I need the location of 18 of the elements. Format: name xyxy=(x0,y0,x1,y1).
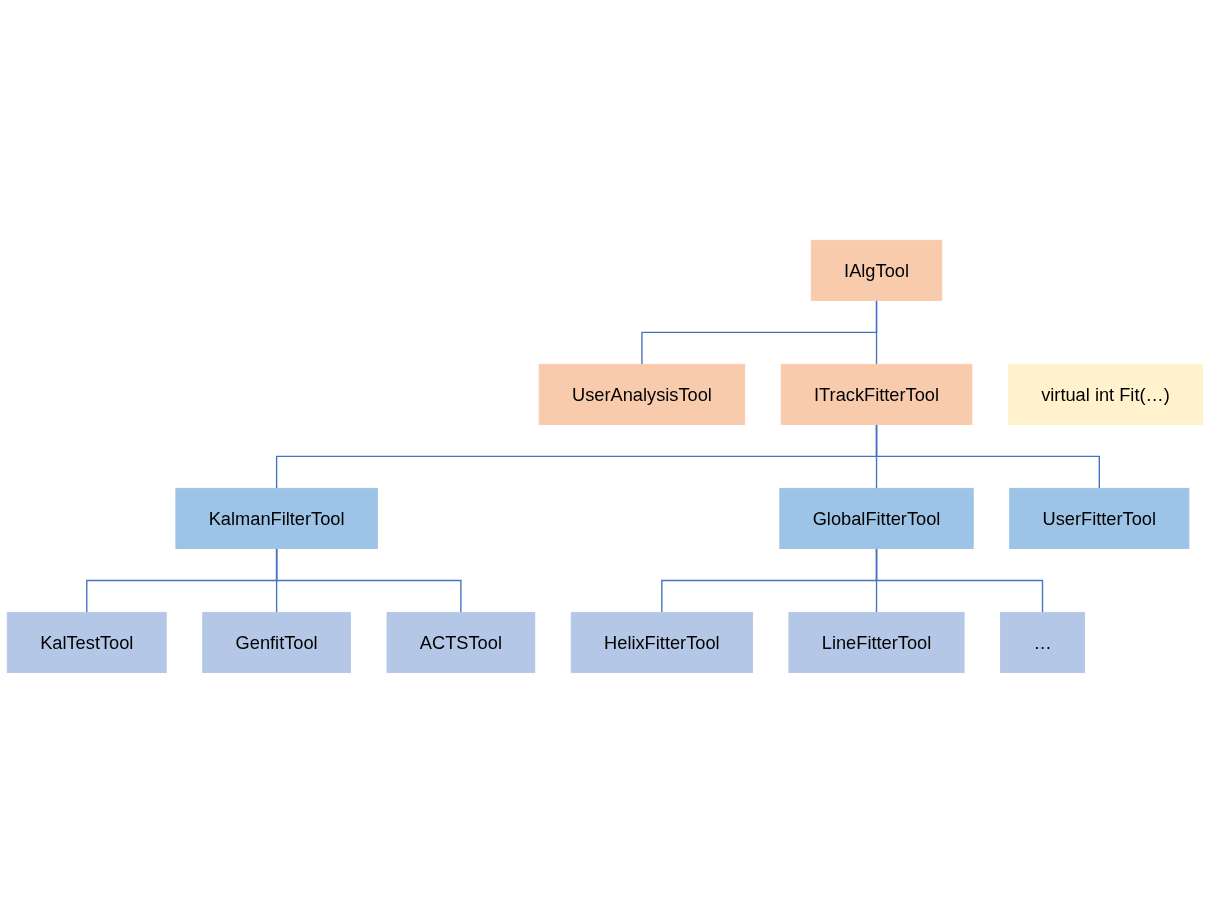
node-box: UserAnalysisTool xyxy=(538,363,746,426)
connector xyxy=(641,299,878,366)
node-box: KalTestTool xyxy=(6,612,167,674)
node-box: GenfitTool xyxy=(202,612,351,674)
node-box: IAlgTool xyxy=(810,239,943,301)
connector xyxy=(875,423,1100,490)
node-box: HelixFitterTool xyxy=(570,612,753,674)
connector xyxy=(875,547,1044,614)
connector xyxy=(875,299,878,366)
node-box: ITrackFitterTool xyxy=(780,363,973,426)
node-box: LineFitterTool xyxy=(788,612,965,674)
node-box: ACTSTool xyxy=(386,612,536,674)
connector xyxy=(275,547,462,614)
node-box: KalmanFilterTool xyxy=(175,487,378,550)
node-box: virtual int Fit(…) xyxy=(1007,363,1204,426)
node-box: UserFitterTool xyxy=(1009,487,1190,550)
node-box: GlobalFitterTool xyxy=(779,487,974,550)
node-box: … xyxy=(1000,612,1085,674)
